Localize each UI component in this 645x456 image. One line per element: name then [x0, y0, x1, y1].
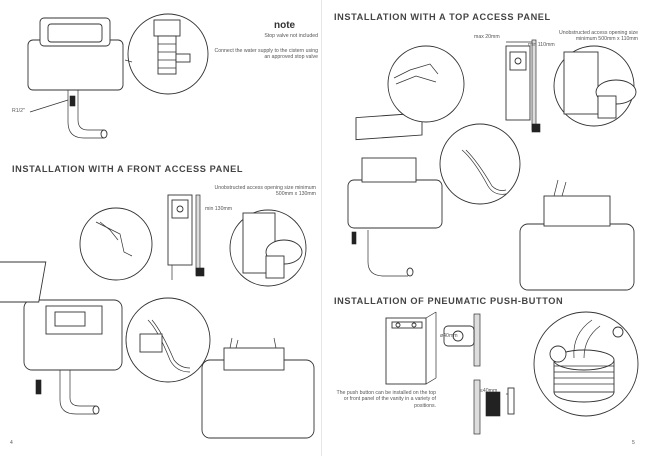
cistern-illustration-top — [27, 17, 124, 139]
note-subtitle: Stop valve not included — [264, 33, 318, 39]
right-page: INSTALLATION WITH A TOP ACCESS PANEL Uno… — [322, 0, 645, 456]
front-panel-zoom-detail — [79, 207, 211, 383]
front-panel-cistern — [0, 261, 123, 415]
note-title: note — [274, 20, 296, 31]
page-number-right: 5 — [632, 440, 635, 446]
pneumatic-caption: The push button can be installed on the … — [336, 390, 437, 409]
front-panel-cistern-large — [201, 337, 315, 439]
front-panel-vanity-detail — [167, 194, 307, 287]
top-panel-cistern — [347, 112, 443, 277]
note-body: Connect the water supply to the cistern … — [214, 48, 318, 61]
front-panel-caption: Unobstructed access opening size minimum… — [214, 185, 317, 198]
top-panel-cistern-large — [519, 179, 635, 291]
front-panel-heading: INSTALLATION WITH A FRONT ACCESS PANEL — [12, 164, 244, 174]
pneumatic-dim-2: ≤40mm — [480, 388, 498, 394]
top-panel-heading: INSTALLATION WITH A TOP ACCESS PANEL — [334, 12, 551, 22]
left-illustrations — [0, 13, 315, 439]
top-panel-dim-1: max 20mm — [474, 34, 500, 40]
stop-valve-detail — [124, 13, 209, 95]
top-panel-vanity-detail — [505, 39, 637, 133]
top-panel-zoom-detail — [387, 45, 521, 205]
pneumatic-cross-section — [443, 313, 515, 435]
pneumatic-dim-1: ø40mm — [440, 333, 458, 339]
left-page: note Stop valve not included Connect the… — [0, 0, 322, 456]
front-panel-dim-label: min 130mm — [205, 206, 233, 212]
page-number-left: 4 — [10, 440, 13, 446]
top-panel-caption: Unobstructed access opening size minimum… — [558, 30, 638, 43]
push-button-zoom — [533, 311, 639, 417]
page-gutter — [321, 0, 322, 456]
pipe-size-label: R1/2" — [12, 108, 25, 114]
pneumatic-heading: INSTALLATION OF PNEUMATIC PUSH-BUTTON — [334, 296, 564, 306]
right-illustrations — [347, 39, 639, 435]
pneumatic-vanity-detail — [385, 311, 437, 385]
top-panel-dim-2: min 110mm — [528, 42, 555, 48]
